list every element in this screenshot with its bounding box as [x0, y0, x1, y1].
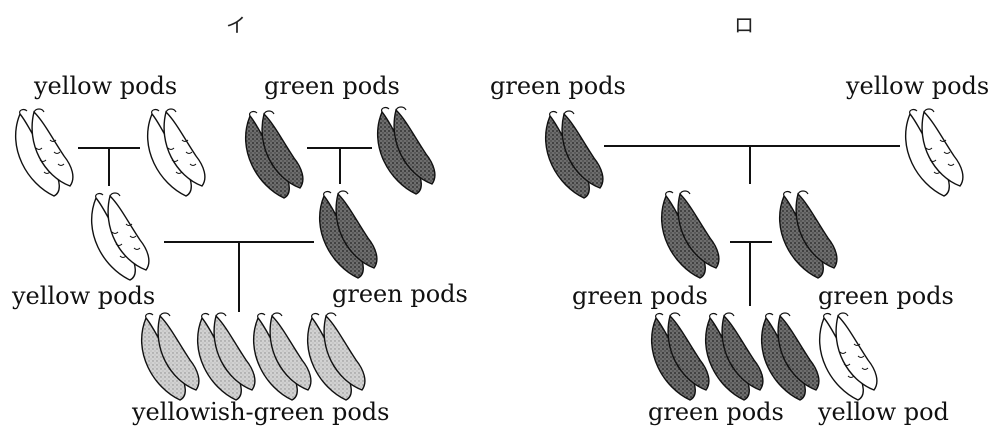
pod-green-icon — [780, 191, 837, 278]
panel-i-parent1-right-label: green pods — [264, 72, 400, 100]
panel-i-f1-left-label: yellow pods — [11, 282, 155, 310]
panel-i-parent1-left-label: yellow pods — [33, 72, 177, 100]
pod-green-icon — [378, 107, 435, 194]
cross-line — [164, 242, 314, 312]
panel-ro-offspring-green-label: green pods — [648, 398, 784, 426]
panel-ro-header: ロ — [734, 13, 754, 37]
panel-ro-f1-right-label: green pods — [818, 282, 954, 310]
pod-yellowish-green-icon — [308, 313, 365, 400]
pod-yellow-icon — [16, 109, 73, 196]
pod-green-icon — [246, 111, 303, 198]
pod-yellowish-green-icon — [254, 313, 311, 400]
cross-line — [730, 242, 772, 306]
pod-green-icon — [652, 313, 709, 400]
pod-yellowish-green-icon — [198, 313, 255, 400]
panel-i-header: イ — [226, 13, 246, 37]
pod-green-icon — [546, 111, 603, 198]
panel-i-f1-right-label: green pods — [332, 280, 468, 308]
pod-green-icon — [662, 191, 719, 278]
cross-line — [604, 146, 900, 184]
pod-yellow-icon — [906, 109, 963, 196]
cross-line — [78, 148, 140, 186]
pod-yellow-icon — [92, 193, 149, 280]
pod-green-icon — [320, 191, 377, 278]
pod-green-icon — [762, 313, 819, 400]
panel-ro-offspring-yellow-label: yellow pod — [817, 398, 949, 426]
cross-line — [307, 148, 372, 184]
panel-ro-parent-right-label: yellow pods — [845, 72, 989, 100]
pod-yellow-icon — [820, 313, 877, 400]
panel-ro-f1-left-label: green pods — [572, 282, 708, 310]
pod-yellowish-green-icon — [142, 313, 199, 400]
panel-i-offspring-label: yellowish-green pods — [131, 398, 389, 426]
panel-ro-parent-left-label: green pods — [490, 72, 626, 100]
pod-yellow-icon — [148, 109, 205, 196]
pod-green-icon — [706, 313, 763, 400]
